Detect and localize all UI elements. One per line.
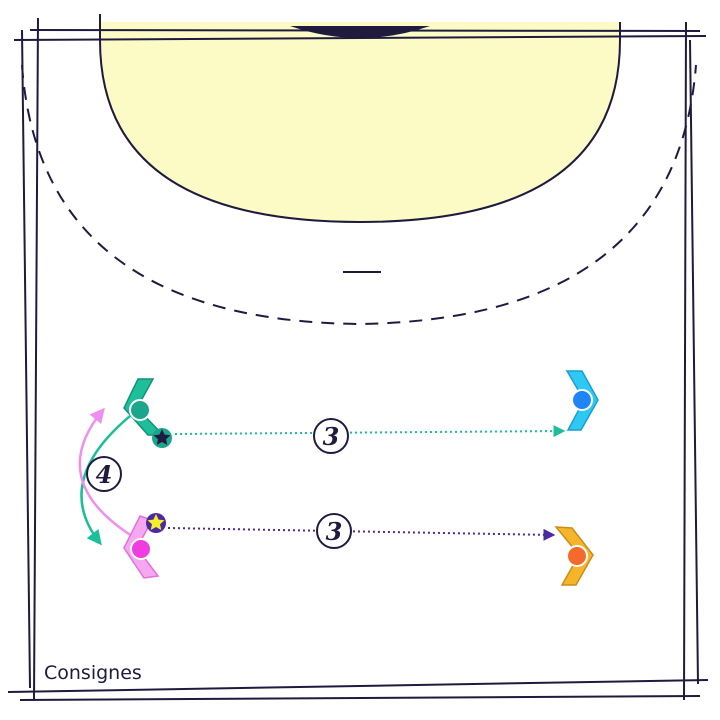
player-orange bbox=[554, 526, 594, 586]
step-marker-swap: 4 bbox=[86, 456, 122, 492]
ball-star-icon bbox=[146, 513, 166, 533]
goal bbox=[290, 26, 430, 38]
free-throw-line bbox=[21, 64, 697, 326]
ball-star-icon bbox=[152, 428, 172, 448]
player-blue bbox=[565, 370, 599, 431]
caption: Consignes bbox=[44, 662, 142, 684]
svg-text:3: 3 bbox=[326, 517, 343, 546]
swap-arrow-pink bbox=[78, 407, 133, 538]
step-marker-pass-top: 3 bbox=[313, 418, 349, 454]
swap-arrow-teal bbox=[80, 411, 136, 546]
goal-area bbox=[100, 22, 620, 222]
player-teal bbox=[123, 378, 165, 436]
svg-text:4: 4 bbox=[96, 460, 113, 489]
svg-text:3: 3 bbox=[323, 422, 340, 451]
pass-line-bottom bbox=[167, 527, 556, 541]
court-outline bbox=[7, 17, 709, 701]
step-marker-pass-bottom: 3 bbox=[316, 513, 352, 549]
goal-area-line bbox=[99, 14, 621, 224]
pass-line-top bbox=[174, 425, 566, 438]
